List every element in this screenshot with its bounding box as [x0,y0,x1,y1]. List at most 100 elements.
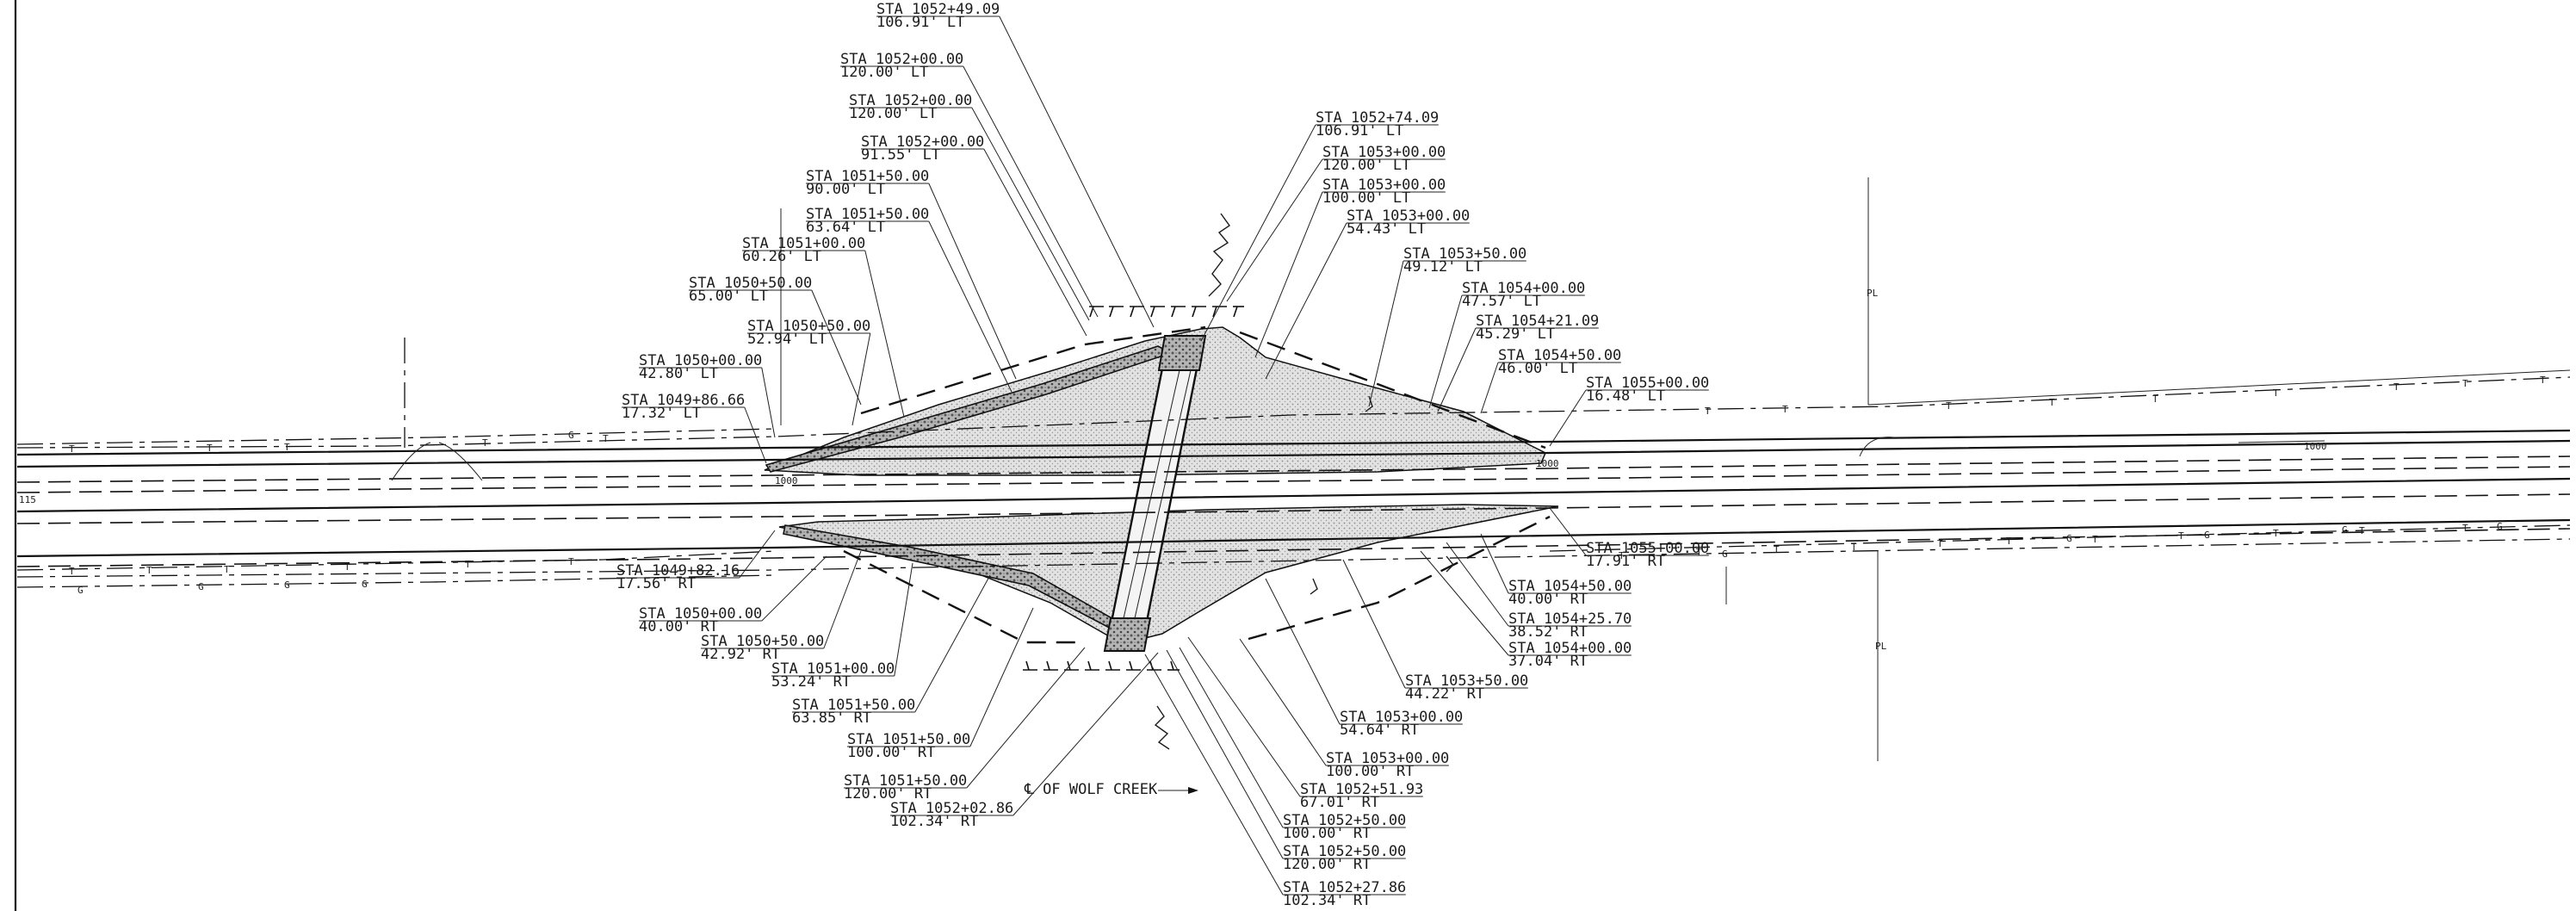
leader-line [1179,647,1284,828]
leader-line [999,15,1155,328]
telephone-line-letter: T [1619,550,1625,561]
leader-line [971,107,1090,321]
gas-line-letter: G [568,430,574,441]
offset-value: 63.85' RT [792,710,871,727]
gas-line-letter: G [284,579,290,591]
station-value: STA 1051+50.00 [844,772,967,790]
south-gas-line-east [1549,524,2571,552]
leader-line [1265,578,1341,725]
gas-line-letter: G [2342,524,2348,536]
telephone-line-letter: T [69,566,75,577]
leader-line [914,574,991,713]
telephone-line-letter: T [1705,406,1711,417]
leader-line [894,562,913,677]
station-value: STA 1050+00.00 [639,605,762,623]
leader-line [744,406,767,464]
bridge-abutment-north [1157,335,1207,371]
telephone-line-letter: T [1946,400,1952,412]
station-value: STA 1052+50.00 [1283,843,1406,860]
gas-line-letter: G [2066,533,2072,544]
leader-line [1239,638,1327,766]
road-edge-north-2 [16,439,2571,468]
south-telephone-line [16,550,776,571]
leader-line [966,647,1086,789]
offset-value: 44.22' RT [1405,685,1484,703]
station-value: STA 1054+21.09 [1476,313,1599,330]
east-drive-curve [1859,437,2325,457]
offset-value: 120.00' LT [1322,157,1410,174]
offset-value: 54.43' LT [1347,220,1426,238]
leader-line [928,220,1012,393]
road-dash-1 [16,456,2571,483]
station-value: STA 1051+50.00 [792,697,915,714]
leader-line [761,555,827,622]
telephone-line-letter: T [2092,534,2098,545]
station-1000-east: 1000 [2304,441,2327,452]
leader-line [928,183,1017,380]
creek-flow-north [1208,213,1230,297]
offset-value: 60.26' LT [742,248,821,265]
station-value: STA 1054+00.00 [1462,280,1585,297]
gas-line-letter: G [2497,521,2503,532]
creek-arrowhead [1188,787,1198,794]
offset-value: 65.00' LT [689,288,768,305]
leader-line [1480,533,1509,594]
west-drive-curve [391,442,483,481]
leader-line [1254,191,1323,358]
bridge-abutment-south [1103,617,1152,652]
leader-line [1012,652,1159,816]
edge-label-115: 115 [19,494,36,505]
gas-line-letter: G [77,585,84,596]
telephone-line-letter: T [465,559,471,570]
leader-line [1187,636,1301,797]
gas-line-letter: G [198,581,204,592]
leader-line [1166,649,1284,859]
offset-value: 38.52' RT [1508,623,1588,641]
station-value: STA 1052+74.09 [1316,109,1439,127]
telephone-line-letter: T [2462,523,2468,534]
telephone-line-letter: T [207,443,213,454]
station-value: STA 1053+00.00 [1326,750,1449,767]
bridge-rail-inner-1 [1123,369,1180,619]
telephone-line-letter: T [69,443,75,455]
station-value: STA 1053+00.00 [1340,709,1463,726]
telephone-line-letter: T [224,564,230,575]
telephone-line-letter: T [1696,547,1702,558]
station-value: STA 1051+50.00 [847,731,970,748]
offset-value: 120.00' RT [844,785,932,803]
station-value: STA 1050+50.00 [701,633,824,650]
leader-line [864,250,905,418]
offset-value: 53.24' RT [771,673,851,691]
leader-line [969,607,1034,747]
road-dash-2 [16,466,2571,493]
station-value: STA 1049+82.16 [616,562,740,579]
north-hatch-ticks [1089,306,1244,318]
road-edge-south [16,518,2571,558]
north-telephone-line [16,376,2571,449]
pl-label-north: PL [1867,288,1879,299]
creek-small-2 [1310,578,1318,595]
leader-line [1437,327,1477,412]
offset-value: 106.91' LT [1316,122,1403,139]
road-edge-north [16,429,2571,456]
